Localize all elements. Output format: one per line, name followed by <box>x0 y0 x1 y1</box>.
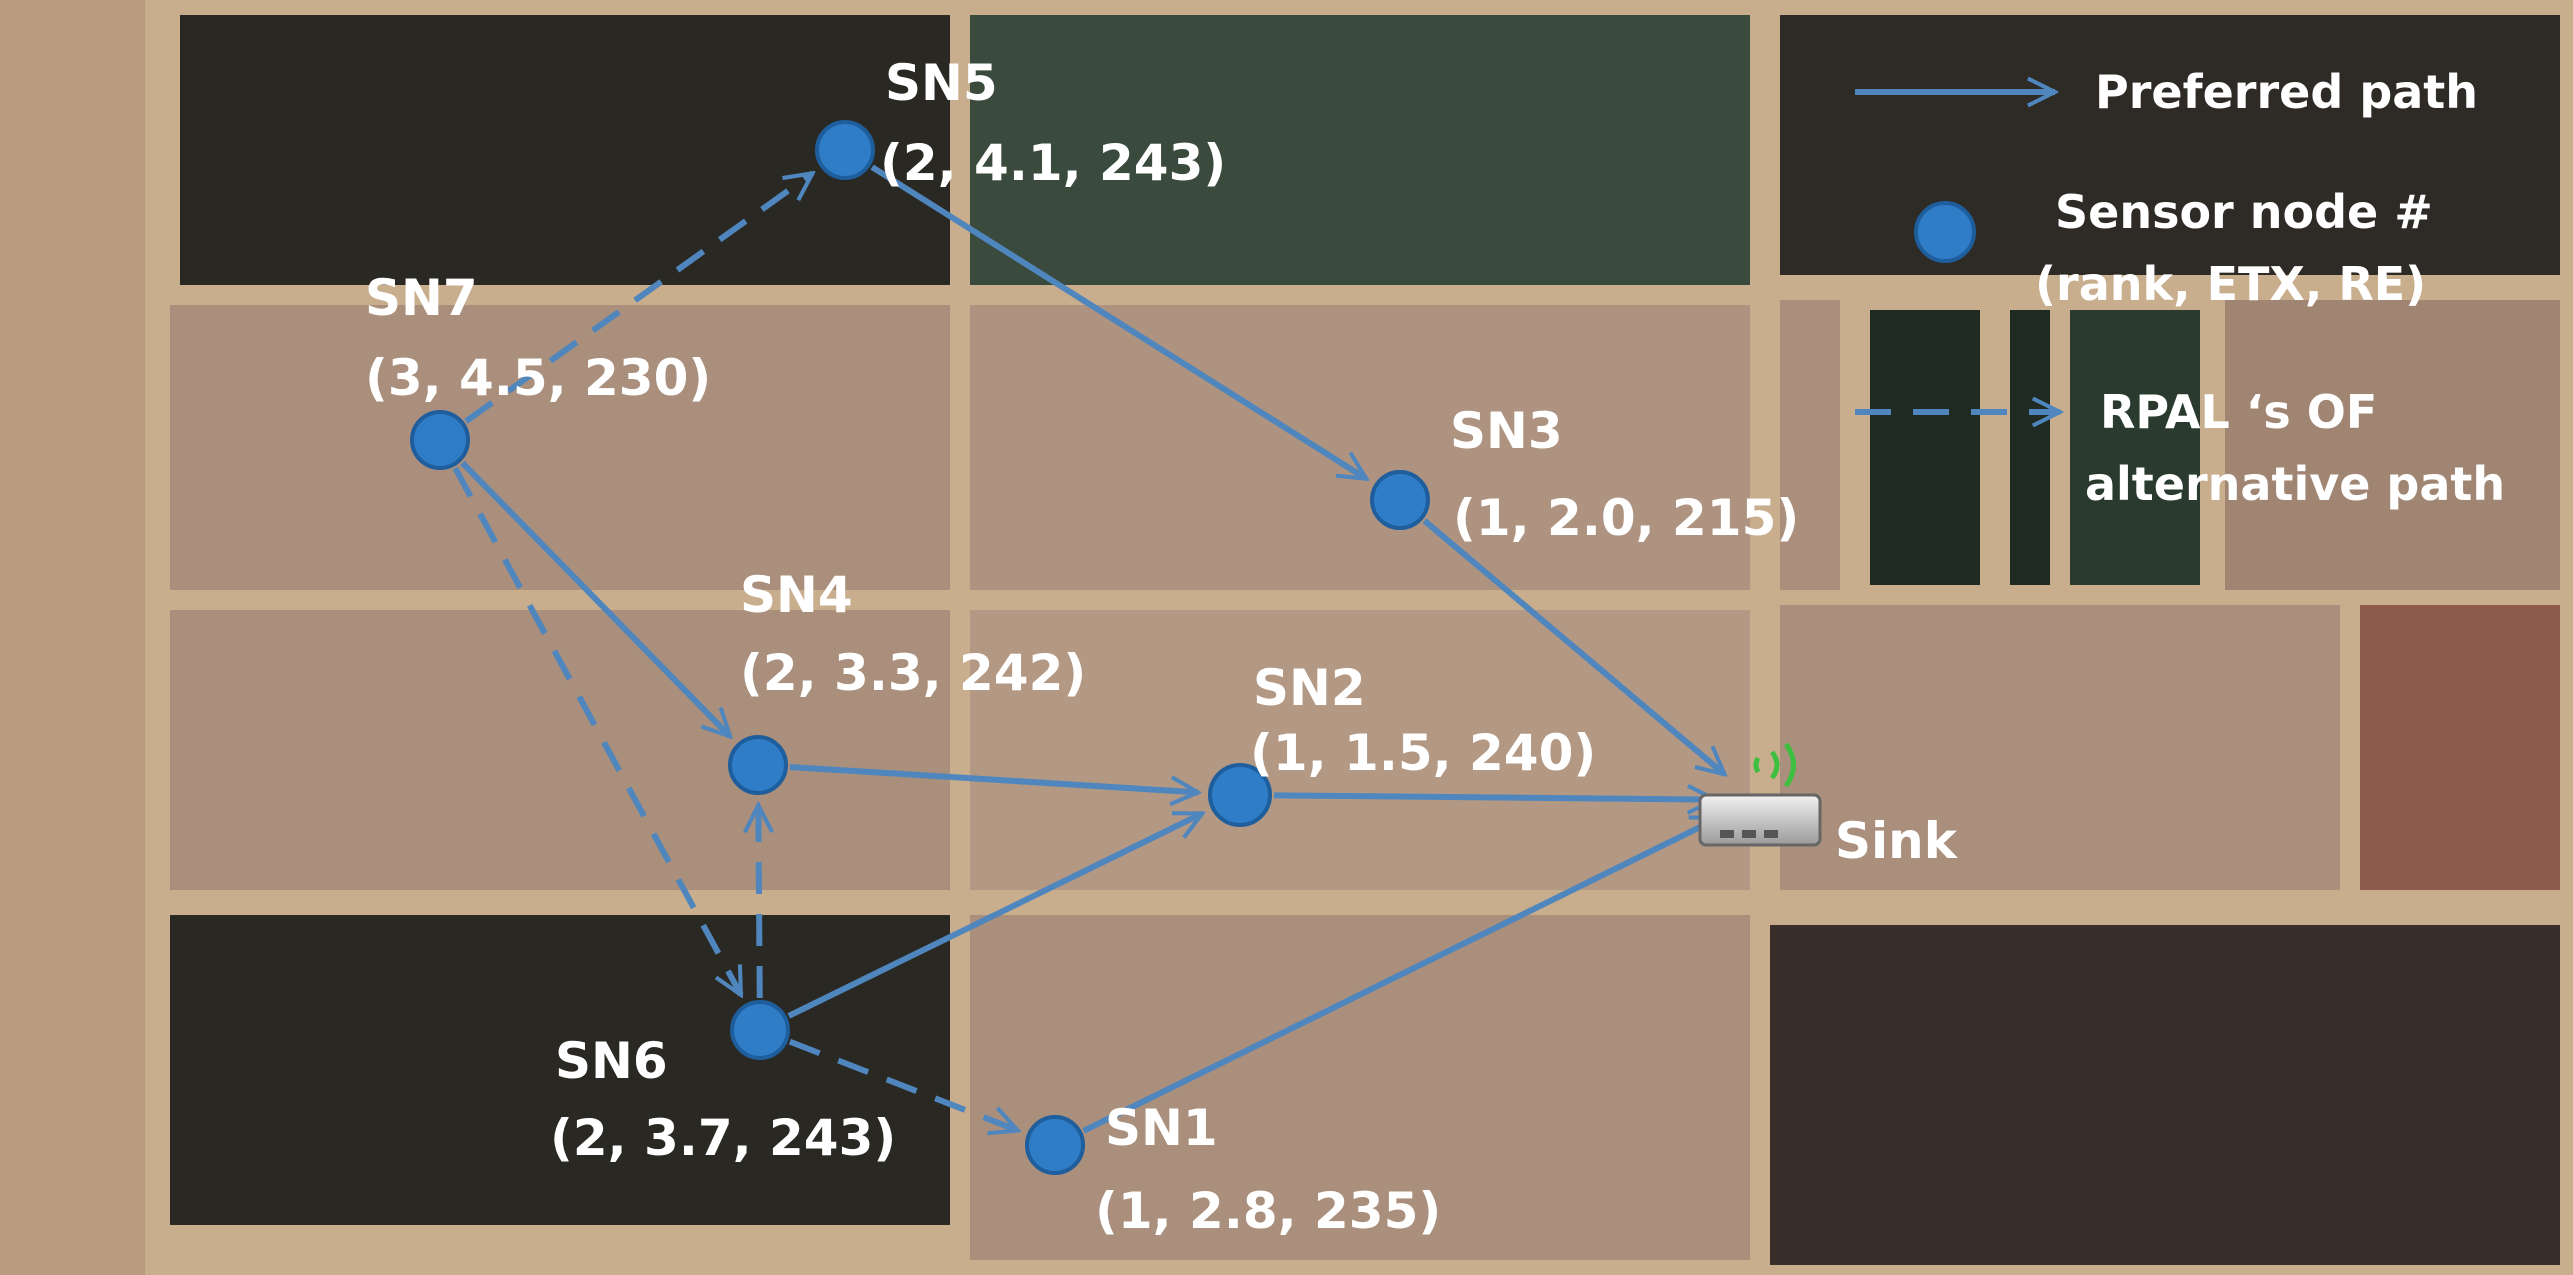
node-name-label: SN6 <box>555 1032 668 1090</box>
node-name-label: SN2 <box>1253 659 1366 717</box>
field-parcel <box>970 915 1750 1260</box>
legend: Preferred path Sensor node # (rank, ETX,… <box>1855 65 2505 511</box>
node-sn2: SN2 (1, 1.5, 240) <box>1208 659 1596 827</box>
node-sn1: SN1 (1, 2.8, 235) <box>1025 1099 1441 1240</box>
field-parcel <box>1780 15 2560 275</box>
node-name-label: SN4 <box>740 566 853 624</box>
legend-node-label: Sensor node # <box>2055 185 2433 239</box>
node-params-label: (2, 3.7, 243) <box>550 1109 896 1167</box>
field-parcel <box>0 0 145 1275</box>
node-params-label: (1, 1.5, 240) <box>1250 724 1596 782</box>
node-sn7: SN7 (3, 4.5, 230) <box>365 269 711 470</box>
legend-alt-label: RPAL ‘s OF <box>2100 385 2377 439</box>
node-name-label: SN1 <box>1105 1099 1218 1157</box>
field-parcel <box>170 915 950 1225</box>
field-parcel <box>1870 310 1980 585</box>
node-params-label: (2, 3.3, 242) <box>740 644 1086 702</box>
edge-alternative-sn6-sn1 <box>788 1038 1018 1131</box>
field-parcel <box>2225 300 2560 590</box>
legend-alt-sublabel: alternative path <box>2085 457 2505 511</box>
edge-preferred-sn5-sn3 <box>870 164 1366 482</box>
edge-preferred-sn7-sn4 <box>460 460 730 737</box>
sensor-node-icon <box>728 735 788 795</box>
edge-alternative-sn7-sn5 <box>464 173 812 424</box>
sensor-node-icon <box>1025 1115 1085 1175</box>
field-parcel <box>970 305 1750 590</box>
sensor-node-icon <box>410 410 470 470</box>
sink-label: Sink <box>1835 812 1959 870</box>
router-port <box>1720 830 1734 838</box>
sensor-node-icon <box>730 1000 790 1060</box>
edge-preferred-sn1-sink <box>1082 814 1719 1134</box>
router-port <box>1764 830 1778 838</box>
node-name-label: SN3 <box>1450 402 1563 460</box>
legend-node-icon <box>1914 201 1976 263</box>
node-name-label: SN7 <box>365 269 478 327</box>
legend-preferred-label: Preferred path <box>2095 65 2478 119</box>
router-port <box>1742 830 1756 838</box>
field-parcel <box>2070 310 2200 585</box>
edge-alternative-sn7-sn6 <box>452 466 744 995</box>
node-sn5: SN5 (2, 4.1, 243) <box>815 54 1226 192</box>
node-params-label: (2, 4.1, 243) <box>880 134 1226 192</box>
field-parcel <box>1780 300 1840 590</box>
node-name-label: SN5 <box>885 54 998 112</box>
edge-preferred-sn3-sink <box>1422 518 1724 775</box>
edge-alternative-sn6-sn4 <box>758 805 759 999</box>
sensor-node-icon <box>1370 470 1430 530</box>
wifi-signal-icon <box>1753 742 1796 788</box>
legend-node-params: (rank, ETX, RE) <box>2035 257 2426 311</box>
node-sn3: SN3 (1, 2.0, 215) <box>1370 402 1799 547</box>
field-parcel <box>2010 310 2050 585</box>
nodes: SN1 (1, 2.8, 235) SN2 (1, 1.5, 240) SN3 (1, 2… <box>365 54 1799 1240</box>
node-params-label: (1, 2.8, 235) <box>1095 1182 1441 1240</box>
sink: Sink <box>1698 742 1959 870</box>
field-parcel <box>170 305 950 590</box>
sensor-node-icon <box>815 120 875 180</box>
router-icon <box>1698 793 1822 847</box>
field-parcel <box>970 15 1750 285</box>
field-parcel <box>2360 605 2560 890</box>
field-parcel <box>1780 605 2340 890</box>
node-params-label: (1, 2.0, 215) <box>1453 489 1799 547</box>
node-sn6: SN6 (2, 3.7, 243) <box>550 1000 896 1167</box>
field-parcel <box>1770 925 2560 1265</box>
edges <box>452 164 1724 1134</box>
node-sn4: SN4 (2, 3.3, 242) <box>728 566 1086 795</box>
node-params-label: (3, 4.5, 230) <box>365 349 711 407</box>
sensor-node-icon <box>1208 763 1272 827</box>
edge-preferred-sn6-sn2 <box>787 810 1203 1019</box>
edge-preferred-sn2-sink <box>1273 795 1715 799</box>
field-parcel <box>970 610 1750 890</box>
edge-preferred-sn4-sn2 <box>789 763 1198 792</box>
